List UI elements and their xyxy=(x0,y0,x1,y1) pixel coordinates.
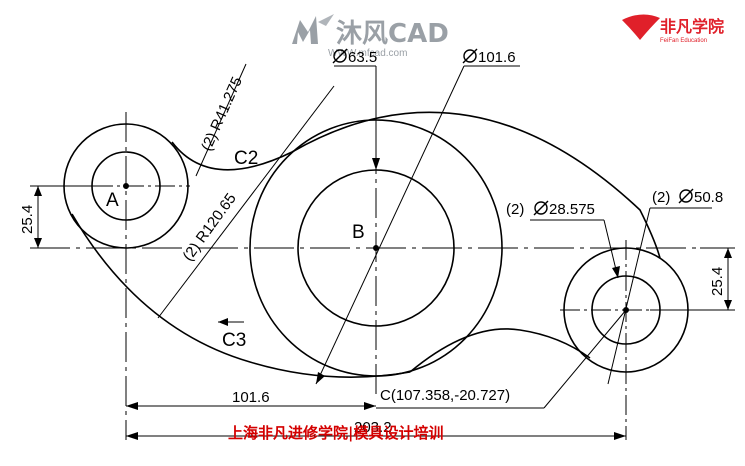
leader-d50 xyxy=(607,207,651,385)
watermark-brand: 沐风CAD xyxy=(336,19,449,49)
arrow-101-right xyxy=(364,402,376,410)
dimension-lines xyxy=(30,63,735,437)
dim-right-vertical-text: 25.4 xyxy=(709,267,726,296)
feifan-logo-sub: FeiFan Education xyxy=(660,38,707,44)
arrow-left-top xyxy=(34,186,42,196)
labels: A B C2 C3 63.5 101.6 (2) R41.275 (2) R12… xyxy=(19,48,726,442)
dim-h-101-text: 101.6 xyxy=(232,389,270,406)
dim-d50-prefix: (2) xyxy=(652,189,670,206)
diameter-icon xyxy=(333,49,347,63)
dim-h-total-text: 203.2 xyxy=(354,419,392,436)
feifan-leaf-icon xyxy=(622,14,660,40)
diameter-slash xyxy=(678,188,694,204)
arc-c2 xyxy=(171,141,293,171)
dim-d63: 63.5 xyxy=(332,48,377,66)
leader-r41 xyxy=(195,63,247,177)
arc-c3 xyxy=(409,328,591,373)
diameter-icon xyxy=(679,189,693,203)
leader-c xyxy=(543,309,627,409)
feifan-logo-text: 非凡学院 xyxy=(660,17,724,36)
arc-label-c2: C2 xyxy=(234,148,258,169)
point-label-b: B xyxy=(352,222,365,243)
footer-caption: 上海非凡进修学院|模具设计培训 xyxy=(228,424,443,442)
dim-d101-text: 101.6 xyxy=(478,49,516,66)
dim-r41-text: (2) R41.275 xyxy=(198,74,246,153)
arrow-left-bottom xyxy=(34,238,42,248)
watermark-url: WWW.mfcad.com xyxy=(328,48,407,59)
diameter-icon xyxy=(463,49,477,63)
dim-d28: (2) 28.575 xyxy=(506,200,595,218)
mfcad-logo-icon xyxy=(292,14,334,44)
dim-d50-text: 50.8 xyxy=(694,189,723,206)
arrow-d63 xyxy=(372,158,380,170)
center-dot-b xyxy=(373,245,379,251)
dim-d63-text: 63.5 xyxy=(348,49,377,66)
coord-c-text: C(107.358,-20.727) xyxy=(380,387,510,404)
arc-label-c3: C3 xyxy=(222,330,246,351)
arrow-right-bottom xyxy=(724,300,732,310)
center-dot-a xyxy=(123,183,129,189)
dim-d50: (2) 50.8 xyxy=(652,188,723,206)
dim-left-vertical-text: 25.4 xyxy=(19,205,36,234)
leader-r120 xyxy=(157,85,335,319)
diameter-slash xyxy=(462,48,478,64)
dim-r120-text: (2) R120.65 xyxy=(179,190,239,264)
dim-d101: 101.6 xyxy=(462,48,516,66)
arc-r120-bottom xyxy=(71,213,411,378)
arrowheads xyxy=(34,158,732,440)
arrow-right-top xyxy=(724,248,732,258)
point-label-a: A xyxy=(106,190,119,211)
diameter-icon xyxy=(534,201,548,215)
dim-d28-prefix: (2) xyxy=(506,201,524,218)
watermark-logo: 沐风CAD WWW.mfcad.com xyxy=(292,14,449,59)
centerlines xyxy=(30,100,710,440)
arc-top xyxy=(291,111,661,259)
diameter-slash xyxy=(332,48,348,64)
arrow-203-right xyxy=(614,432,626,440)
diameter-slash xyxy=(533,200,549,216)
leader-d101 xyxy=(315,65,465,385)
arrow-101-left xyxy=(126,402,138,410)
feifan-logo: 非凡学院 FeiFan Education xyxy=(622,14,724,44)
dim-d28-text: 28.575 xyxy=(549,201,595,218)
arrow-203-left xyxy=(126,432,138,440)
arrow-c3 xyxy=(218,318,228,326)
arrow-d101 xyxy=(316,372,325,384)
arrow-d28 xyxy=(612,266,620,278)
